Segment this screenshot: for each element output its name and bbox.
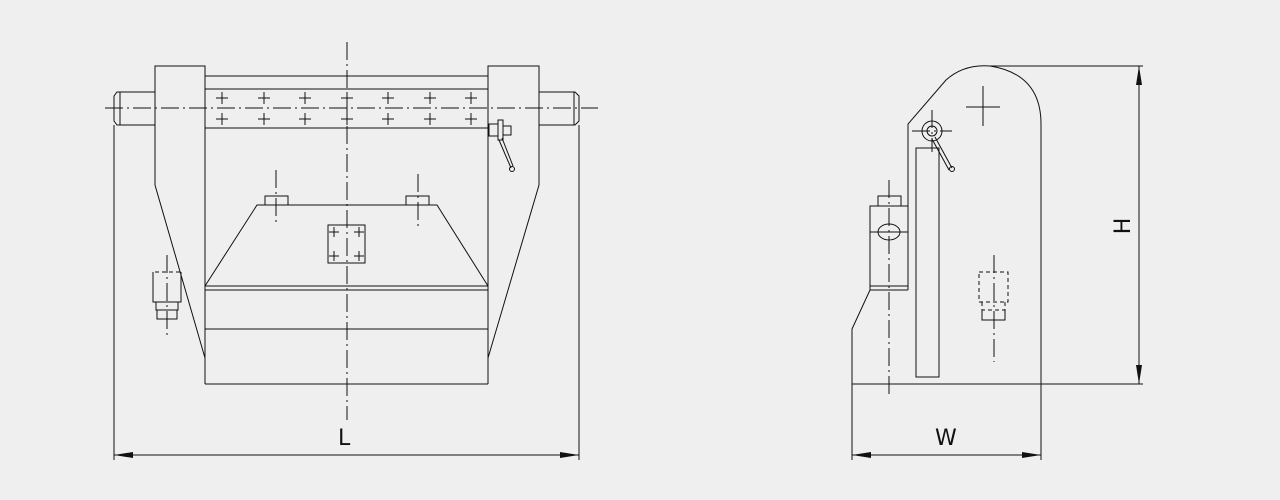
height-label: H [1111,218,1136,235]
right-side-plate [487,65,540,384]
side-body-outline [851,65,1042,385]
side-pin-end [912,110,955,172]
width-dimension: W [851,384,1042,460]
side-jaw-bar [915,147,940,378]
retaining-clip [488,119,515,172]
side-hidden-lock-nut [978,255,1009,362]
center-plate-crosses [329,227,364,261]
left-side-plate [154,65,206,384]
length-label: L [338,426,351,451]
hidden-lock-nut [152,255,182,335]
width-label: W [935,426,957,451]
length-dimension: L [113,125,580,460]
side-view: H W [851,65,1143,460]
height-dimension: H [990,65,1143,385]
front-view: L [105,42,598,460]
side-pivot-center [966,86,1000,126]
